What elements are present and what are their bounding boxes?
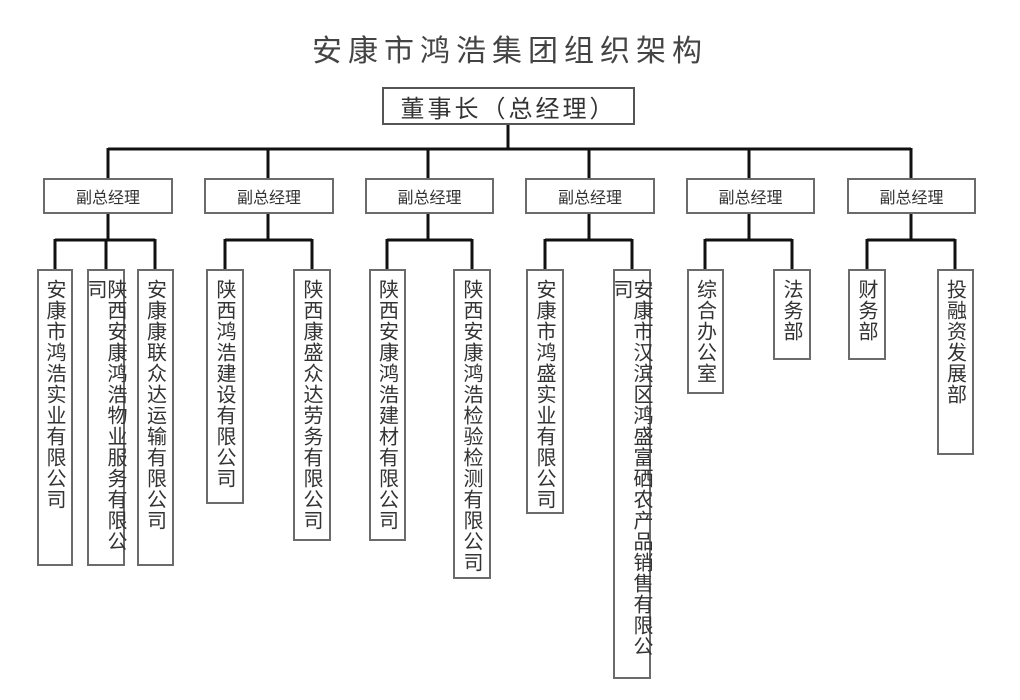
vp-box: 副总经理 bbox=[365, 178, 494, 214]
vp-box: 副总经理 bbox=[525, 178, 655, 214]
chart-title: 安康市鸿浩集团组织架构 bbox=[312, 34, 708, 69]
unit-label: 陕西鸿浩建设有限公司 bbox=[213, 279, 237, 489]
unit-box: 陕西鸿浩建设有限公司 bbox=[206, 269, 244, 504]
unit-box: 安康市汉滨区鸿盛富硒农产品销售有限公司 bbox=[610, 269, 654, 679]
unit-box: 综合办公室 bbox=[687, 269, 724, 394]
unit-label: 陕西安康鸿浩物业服务有限公司 bbox=[84, 279, 128, 552]
unit-label: 陕西安康鸿浩建材有限公司 bbox=[375, 279, 400, 531]
vp-box: 副总经理 bbox=[686, 178, 815, 214]
vp-box: 副总经理 bbox=[204, 178, 334, 214]
unit-label: 安康市鸿盛实业有限公司 bbox=[533, 279, 557, 510]
unit-label: 陕西康盛众达劳务有限公司 bbox=[300, 279, 324, 531]
unit-box: 安康市鸿浩实业有限公司 bbox=[37, 269, 73, 566]
unit-label: 安康康联众达运输有限公司 bbox=[143, 279, 168, 531]
chairman-box: 董事长（总经理） bbox=[382, 87, 635, 125]
vp-box: 副总经理 bbox=[847, 178, 976, 214]
unit-label: 财务部 bbox=[855, 279, 879, 342]
unit-label: 安康市鸿浩实业有限公司 bbox=[43, 279, 67, 510]
unit-box: 陕西康盛众达劳务有限公司 bbox=[293, 269, 331, 541]
unit-label: 陕西安康鸿浩检验检测有限公司 bbox=[460, 279, 484, 573]
unit-box: 陕西安康鸿浩建材有限公司 bbox=[369, 269, 406, 541]
unit-box: 安康市鸿盛实业有限公司 bbox=[526, 269, 564, 514]
unit-label: 投融资发展部 bbox=[943, 279, 968, 405]
unit-box: 陕西安康鸿浩检验检测有限公司 bbox=[453, 269, 491, 579]
unit-label: 法务部 bbox=[780, 279, 804, 342]
unit-box: 投融资发展部 bbox=[937, 269, 974, 455]
unit-label: 综合办公室 bbox=[693, 279, 718, 384]
unit-box: 安康康联众达运输有限公司 bbox=[137, 269, 174, 566]
unit-label: 安康市汉滨区鸿盛富硒农产品销售有限公司 bbox=[610, 279, 654, 657]
vp-box: 副总经理 bbox=[43, 178, 173, 214]
unit-box: 法务部 bbox=[773, 269, 811, 360]
unit-box: 陕西安康鸿浩物业服务有限公司 bbox=[84, 269, 128, 566]
unit-box: 财务部 bbox=[848, 269, 886, 360]
